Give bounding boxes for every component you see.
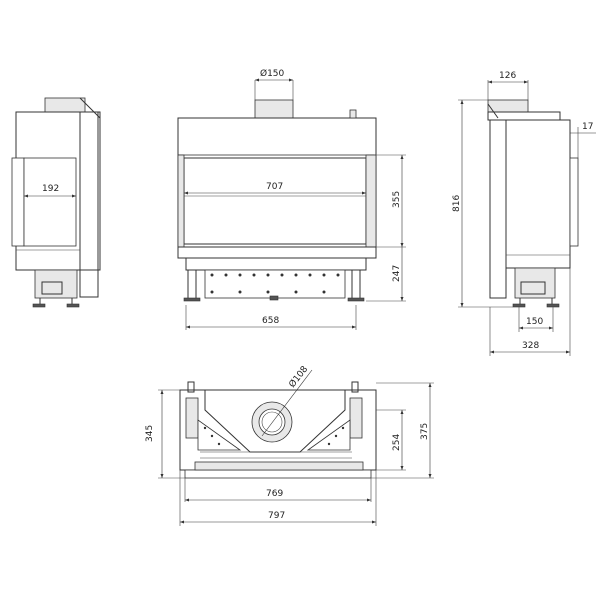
left-side-view: 192 <box>11 97 101 308</box>
dim-top-total-depth: 375 <box>420 423 430 440</box>
dim-top-total-width: 797 <box>268 511 285 521</box>
top-view: Ø108 345 375 <box>145 364 434 526</box>
dim-top-inner-width: 769 <box>266 489 283 499</box>
dim-leg-spacing: 150 <box>526 317 543 327</box>
base-bolts <box>210 273 340 294</box>
dim-glass-width: 707 <box>266 182 283 192</box>
dim-flue-front: Ø150 <box>260 68 285 79</box>
dim-side-total-depth: 328 <box>522 341 539 351</box>
dim-top-depth: 345 <box>145 425 155 442</box>
dim-base-height: 247 <box>392 265 402 282</box>
top-bolts <box>203 426 345 446</box>
right-side-view: 126 17 816 150 328 <box>452 71 596 356</box>
dim-total-height: 816 <box>452 195 462 212</box>
dim-glass-height: 355 <box>392 191 402 208</box>
dim-side-step: 17 <box>582 122 593 132</box>
dim-body-width: 658 <box>262 316 279 326</box>
dim-top-inner-depth: 254 <box>392 434 402 451</box>
front-view: Ø150 707 <box>177 68 406 330</box>
dim-side-depth: 192 <box>42 184 59 194</box>
dim-side-flue-offset: 126 <box>499 71 516 81</box>
